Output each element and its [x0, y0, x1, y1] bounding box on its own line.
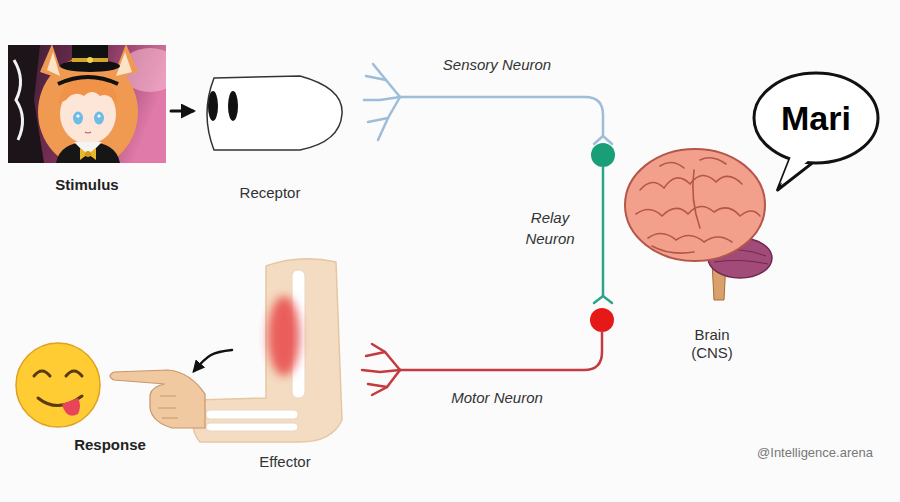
stimulus-arrow: [194, 350, 232, 371]
smiling-emoji: [16, 343, 100, 427]
stimulus-picture: [8, 45, 166, 163]
part-label: Receptor: [240, 184, 301, 202]
relay-synapse-dot: [591, 143, 615, 167]
stimulus-arrow: [171, 110, 193, 113]
arm-illustration: [193, 259, 342, 442]
sensory-neuron: [364, 64, 612, 144]
part-label: Effector: [259, 453, 310, 471]
part-label: Brain (CNS): [680, 326, 744, 362]
motor-neuron: [362, 332, 602, 395]
speech-bubble: Mari: [752, 72, 880, 164]
relay-neuron: [594, 167, 612, 303]
watermark: @Intelligence.arena: [757, 442, 873, 463]
speech-text: Mari: [781, 98, 851, 139]
response-action: Response: [30, 338, 190, 458]
pointing-hand: [110, 370, 205, 428]
brain-illustration: [625, 149, 772, 300]
effector-muscle: Effector: [236, 255, 334, 473]
neuron-label: Relay Neuron: [518, 207, 582, 249]
neuron-label: Motor Neuron: [451, 387, 543, 408]
stimulus-image: Stimulus: [5, 42, 169, 198]
receptor-symbol: [207, 76, 342, 150]
part-label: Stimulus: [55, 176, 118, 194]
motor-synapse-dot: [590, 308, 614, 332]
brain-organ: Brain (CNS): [636, 138, 788, 366]
receptor-organ: Receptor: [196, 72, 344, 204]
part-label: Response: [74, 436, 146, 454]
neuron-label: Sensory Neuron: [443, 54, 551, 75]
